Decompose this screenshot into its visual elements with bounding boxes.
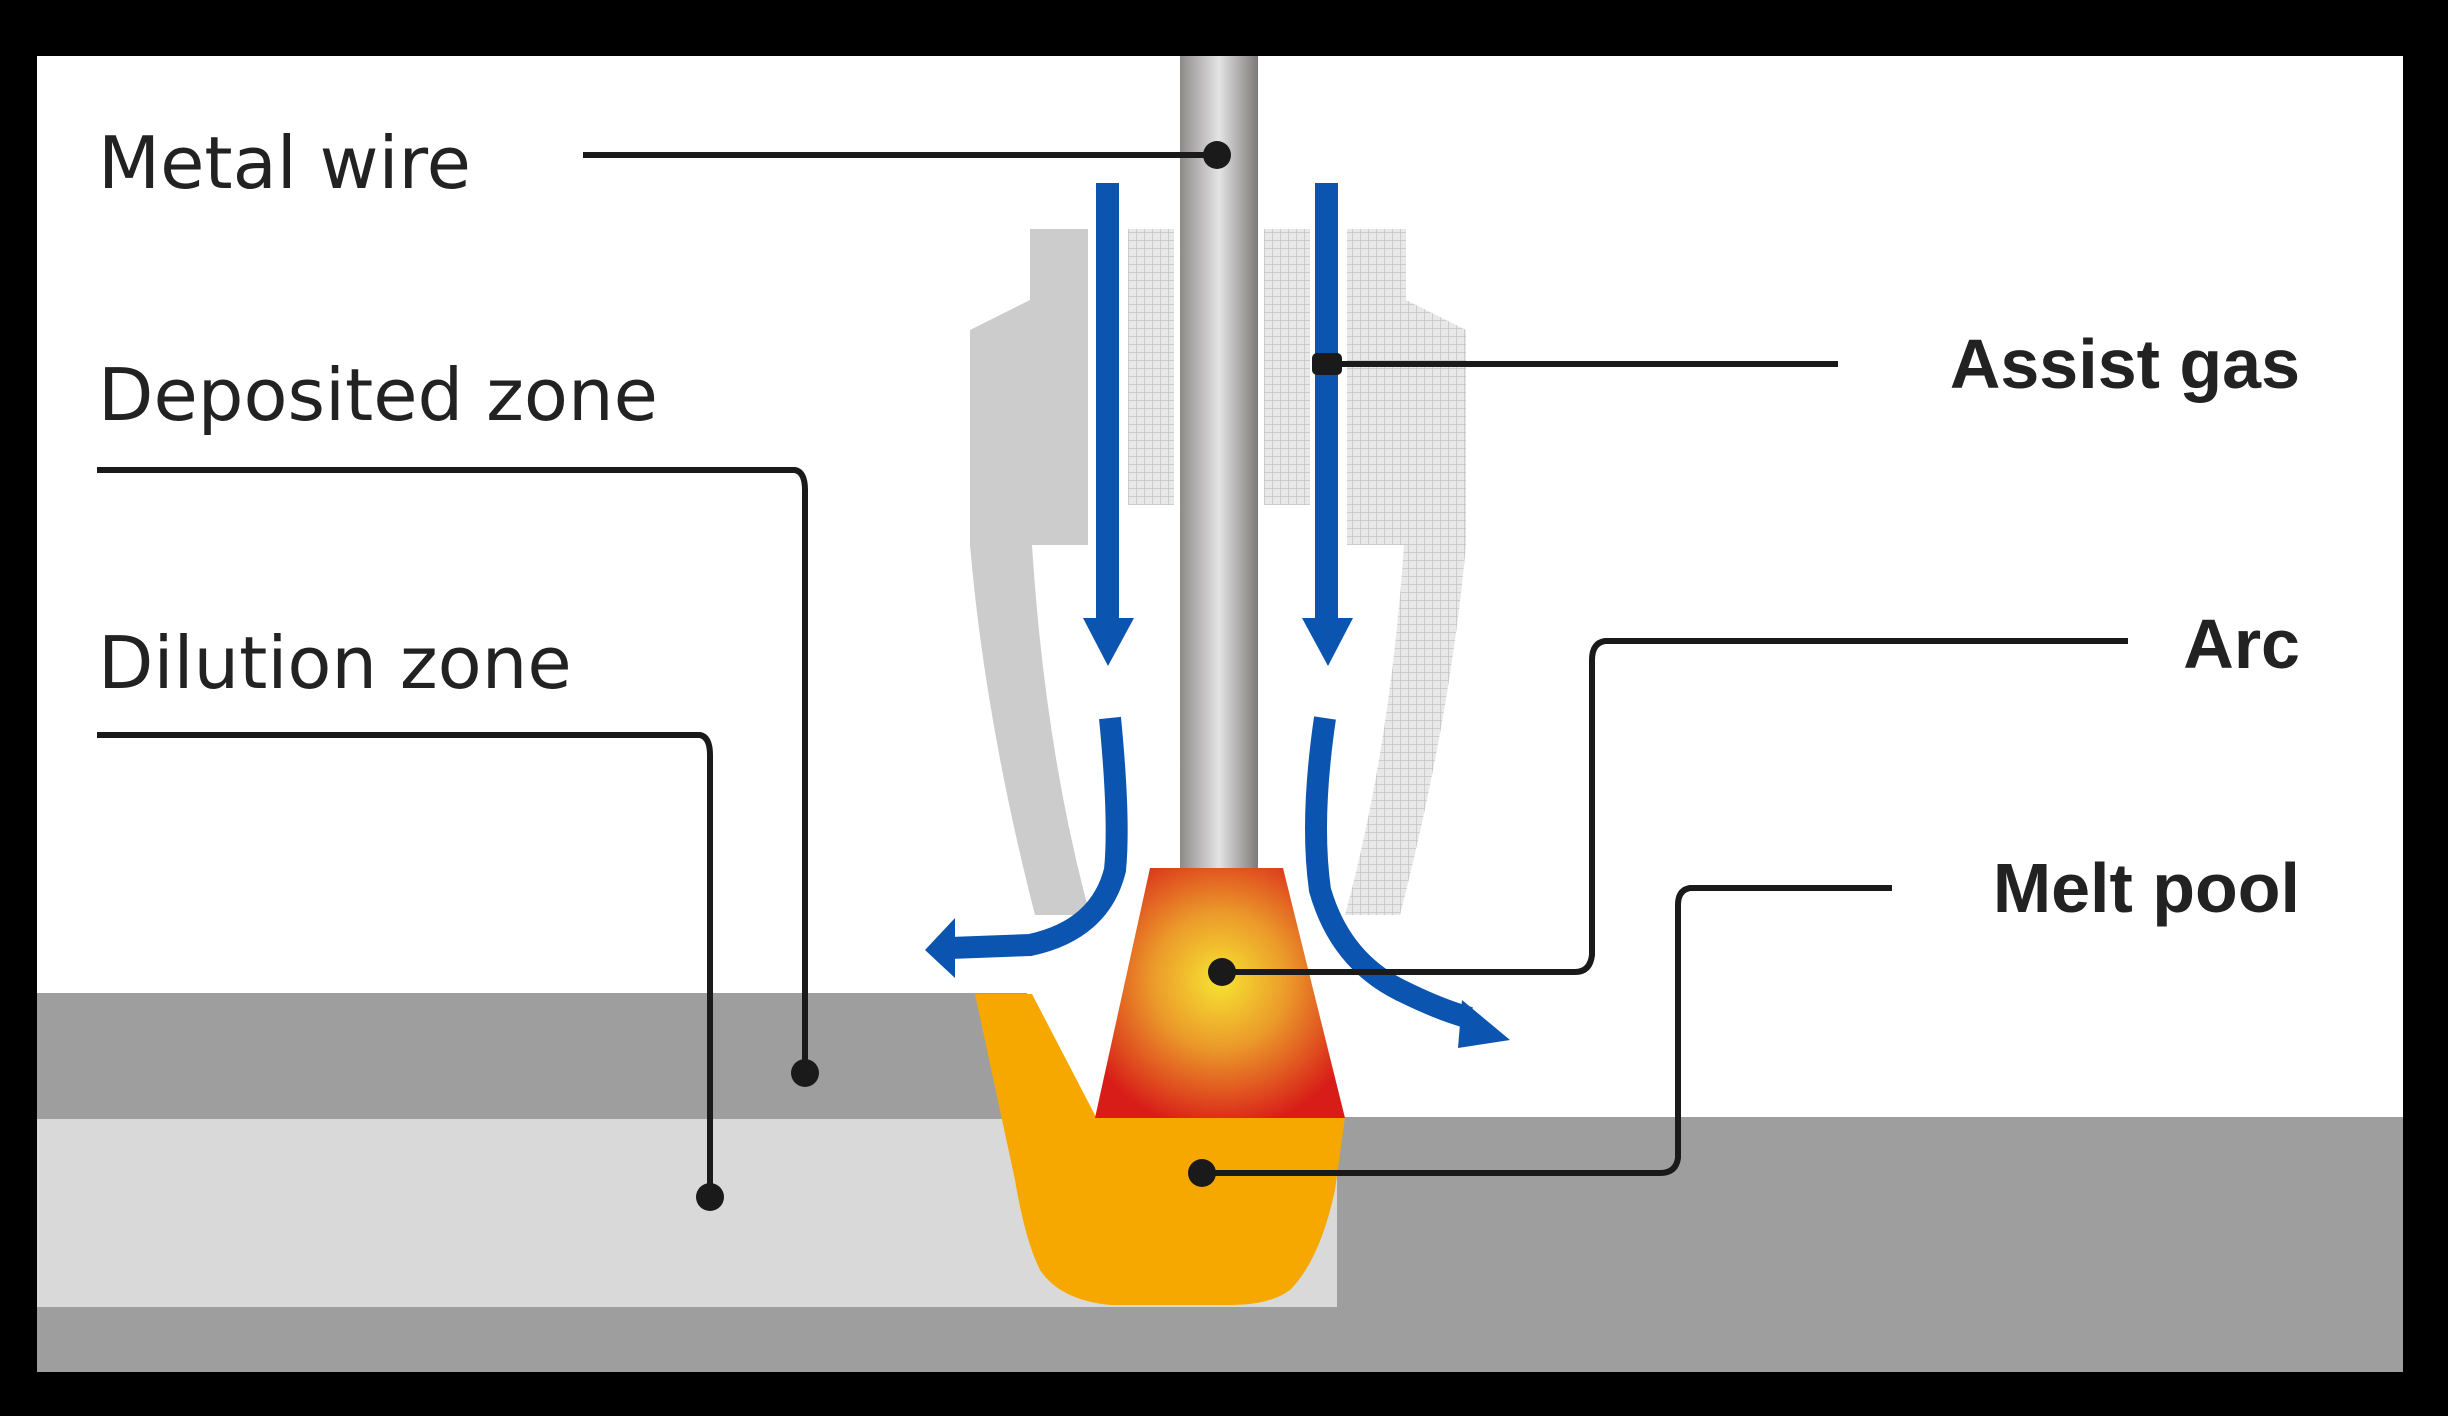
gas-flow-left-out xyxy=(949,716,1128,959)
leader-deposited-zone xyxy=(97,467,808,1072)
dot-arc xyxy=(1208,958,1236,986)
substrate-right xyxy=(1337,1117,2403,1307)
label-deposited-zone: Deposited zone xyxy=(98,353,658,437)
label-dilution-zone: Dilution zone xyxy=(98,621,572,705)
deposited-layer xyxy=(37,993,1027,1119)
gas-flow-right-out xyxy=(1305,716,1473,1029)
nozzle-right xyxy=(1345,229,1466,915)
gas-flow-right-head xyxy=(1458,1000,1510,1048)
dot-assist-gas xyxy=(1312,353,1342,375)
nozzle-left xyxy=(970,229,1090,915)
label-metal-wire: Metal wire xyxy=(98,121,471,205)
leader-dilution-zone xyxy=(97,732,713,1197)
label-arc: Arc xyxy=(2183,605,2300,683)
dot-metal-wire xyxy=(1203,141,1231,169)
metal-wire xyxy=(1180,56,1258,868)
dot-dilution-zone xyxy=(696,1183,724,1211)
substrate-bottom xyxy=(37,1307,2403,1372)
nozzle-left-mesh xyxy=(1128,229,1174,505)
dot-melt-pool xyxy=(1188,1159,1216,1187)
gas-flow-left-head xyxy=(925,918,955,978)
gas-arrow-left-down xyxy=(1083,183,1134,666)
label-assist-gas: Assist gas xyxy=(1950,325,2300,403)
dot-deposited-zone xyxy=(791,1059,819,1087)
gas-arrow-right-down xyxy=(1302,183,1353,666)
melt-pool xyxy=(975,994,1345,1305)
label-melt-pool: Melt pool xyxy=(1993,849,2300,927)
leader-arc xyxy=(1222,638,2128,975)
leader-melt-pool xyxy=(1202,885,1892,1176)
arc-plume xyxy=(1095,868,1345,1118)
nozzle-right-inner-mesh xyxy=(1264,229,1310,505)
